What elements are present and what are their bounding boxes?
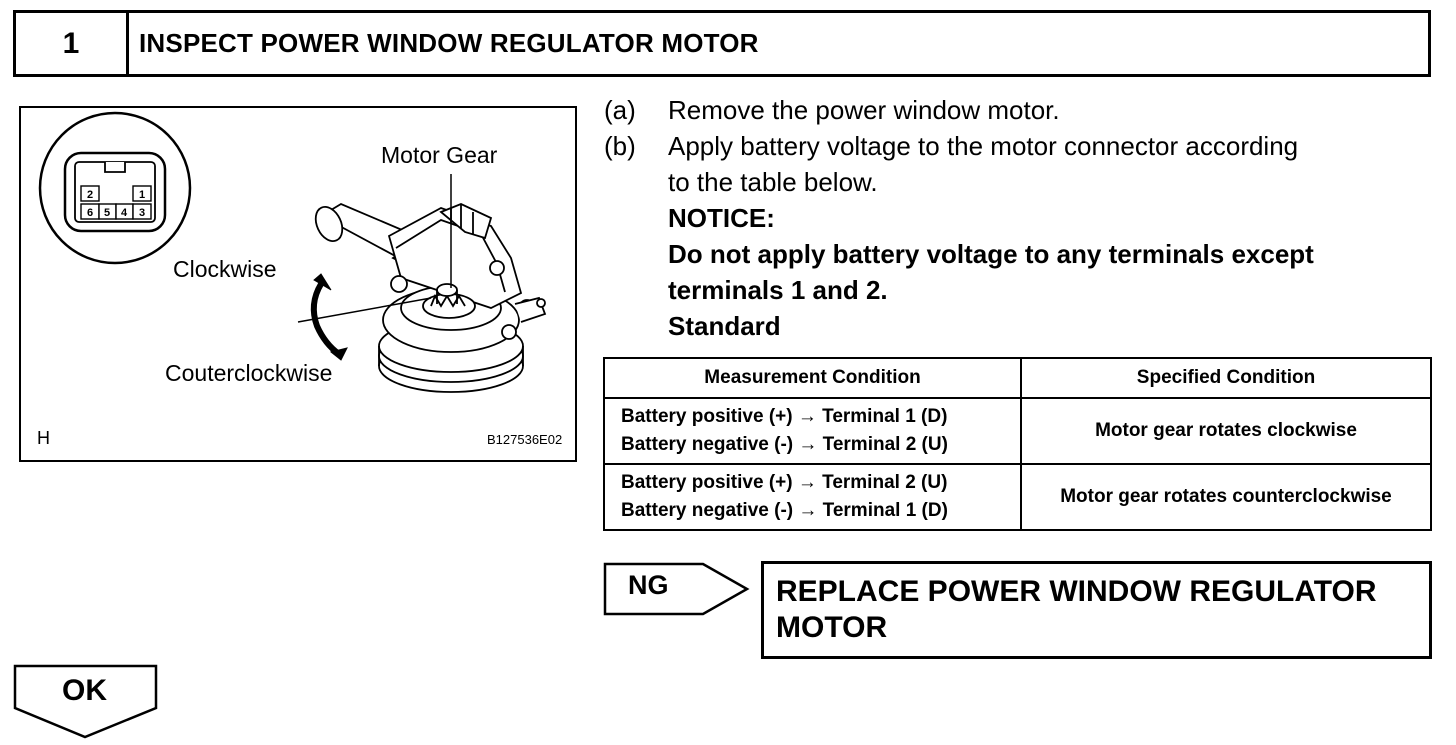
counterclockwise-label: Couterclockwise — [165, 360, 333, 386]
step-number: 1 — [16, 13, 129, 74]
clockwise-label: Clockwise — [173, 256, 277, 282]
condition-line: Battery negative (-) → Terminal 2 (U) — [621, 434, 948, 455]
column-header-measurement: Measurement Condition — [603, 357, 1022, 399]
specification-table: Measurement Condition Specified Conditio… — [603, 357, 1432, 531]
condition-line: Battery positive (+) → Terminal 2 (U) — [621, 472, 948, 493]
pin-cell-3 — [132, 203, 152, 220]
motor-drawing: 2 1 6 5 4 3 — [38, 111, 547, 393]
table-header-row: Measurement Condition Specified Conditio… — [603, 357, 1432, 399]
condition-line: Battery negative (-) → Terminal 1 (D) — [621, 500, 948, 521]
ng-action-line-1: REPLACE POWER WINDOW REGULATOR — [776, 575, 1377, 608]
notice-heading: NOTICE: — [668, 203, 775, 233]
instruction-b-text-2: to the table below. — [668, 167, 878, 197]
measurement-cell: Battery positive (+) → Terminal 2 (U) Ba… — [603, 463, 1022, 531]
pin-label-2: 2 — [87, 189, 93, 201]
figure-id: B127536E02 — [487, 432, 563, 447]
motor-illustration: 2 1 6 5 4 3 — [19, 106, 577, 462]
instructions: (a) Remove the power window motor. (b) A… — [604, 92, 1434, 344]
ng-branch[interactable]: NG — [603, 562, 753, 623]
pin-cell-2 — [80, 185, 100, 202]
pin-label-5: 5 — [104, 207, 110, 219]
instruction-a-text: Remove the power window motor. — [668, 95, 1060, 125]
column-header-specified: Specified Condition — [1020, 357, 1432, 399]
rotation-arrow — [310, 273, 348, 361]
table-row: Battery positive (+) → Terminal 2 (U) Ba… — [603, 463, 1432, 531]
standard-heading: Standard — [668, 311, 781, 341]
ok-label: OK — [62, 674, 107, 707]
pin-label-1: 1 — [139, 189, 145, 201]
ng-action-line-2: MOTOR — [776, 611, 888, 644]
ng-action-box: REPLACE POWER WINDOW REGULATOR MOTOR — [761, 561, 1432, 659]
rotation-leader — [297, 297, 432, 323]
specified-cell: Motor gear rotates clockwise — [1020, 397, 1432, 465]
motor-gear-label: Motor Gear — [381, 142, 498, 168]
pin-label-4: 4 — [121, 207, 128, 219]
pin-label-6: 6 — [87, 207, 93, 219]
instruction-a: (a) Remove the power window motor. — [604, 92, 1434, 128]
instruction-a-letter: (a) — [604, 95, 636, 125]
condition-line: Battery positive (+) → Terminal 1 (D) — [621, 406, 948, 427]
notice-text-1: Do not apply battery voltage to any term… — [668, 239, 1314, 269]
ng-label: NG — [628, 570, 669, 600]
motor-body — [314, 202, 547, 393]
table-row: Battery positive (+) → Terminal 1 (D) Ba… — [603, 397, 1432, 465]
pin-label-3: 3 — [139, 207, 145, 219]
step-header: 1 INSPECT POWER WINDOW REGULATOR MOTOR — [13, 10, 1431, 77]
pin-cell-1 — [132, 185, 152, 202]
instruction-b-letter: (b) — [604, 131, 636, 161]
ok-arrow-shape — [13, 664, 158, 739]
corner-mark: H — [37, 428, 50, 448]
measurement-cell: Battery positive (+) → Terminal 1 (D) Ba… — [603, 397, 1022, 465]
instruction-b-text-1: Apply battery voltage to the motor conne… — [668, 131, 1299, 161]
ng-arrow-shape — [603, 562, 750, 616]
instruction-b: (b) Apply battery voltage to the motor c… — [604, 128, 1434, 164]
step-title: INSPECT POWER WINDOW REGULATOR MOTOR — [139, 28, 759, 58]
specified-cell: Motor gear rotates counterclockwise — [1020, 463, 1432, 531]
notice-text-2: terminals 1 and 2. — [668, 275, 888, 305]
ok-branch[interactable]: OK — [13, 664, 159, 745]
